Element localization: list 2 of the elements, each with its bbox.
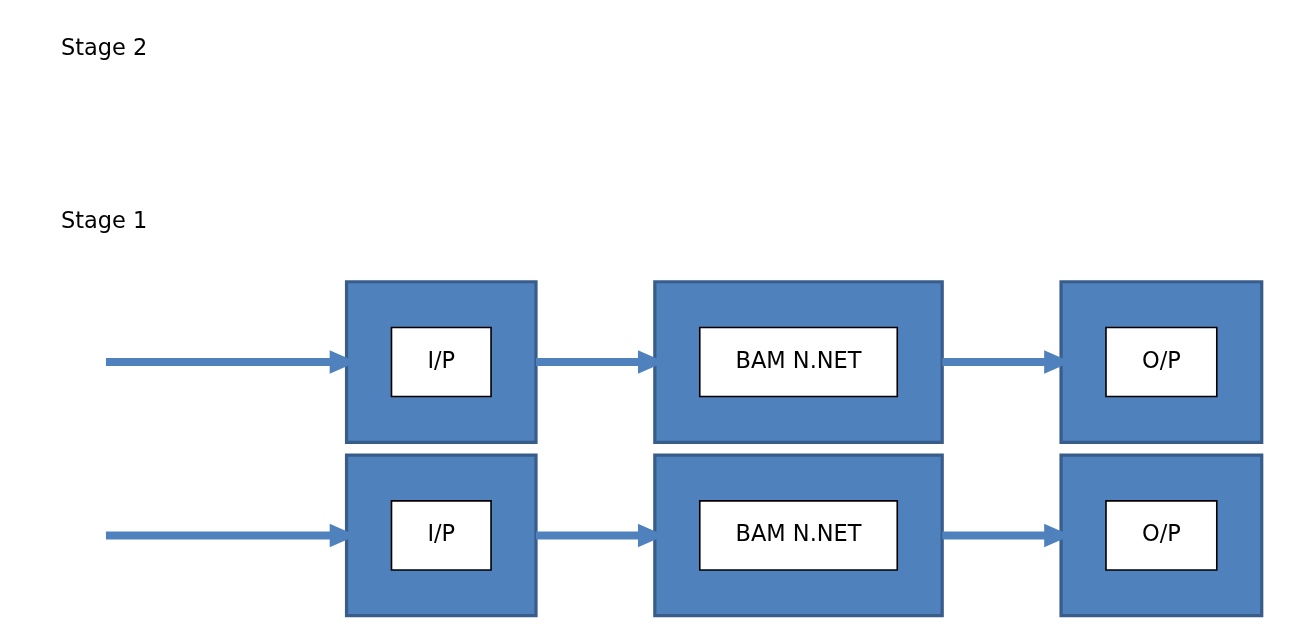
label: Stage 2 — [60, 33, 148, 60]
label: Stage 1 — [60, 207, 148, 234]
